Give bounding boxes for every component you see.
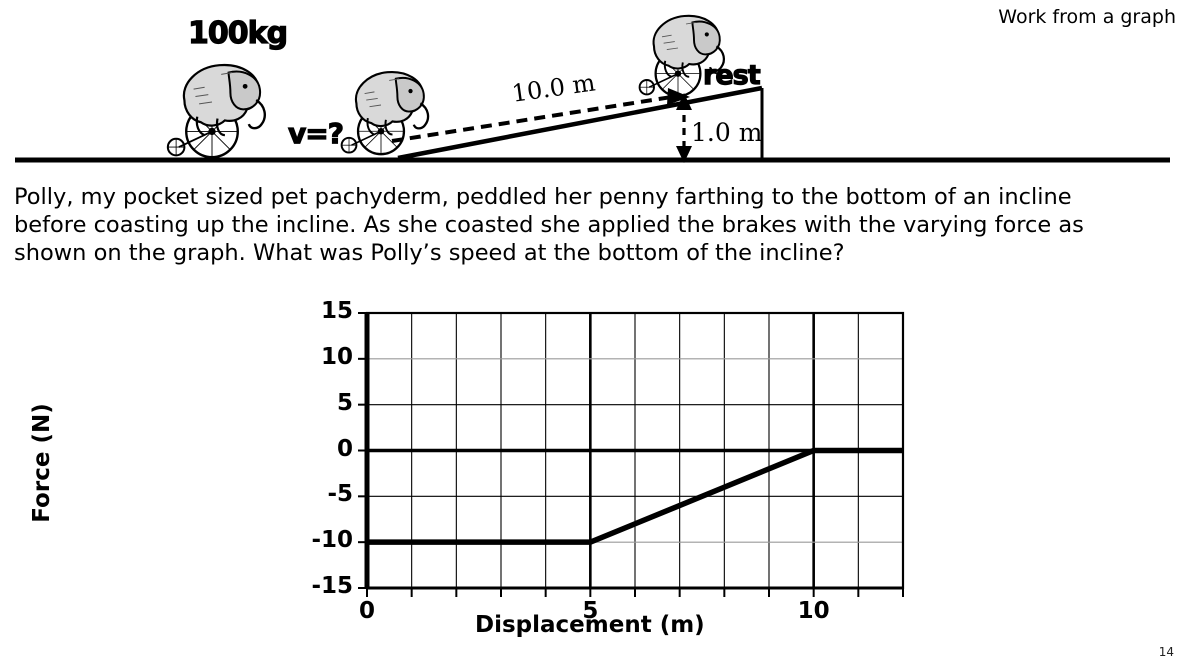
- incline-height-label: 1.0 m: [691, 118, 763, 147]
- incline-length-dashed-line: [391, 94, 679, 143]
- elephant-icon-left: [166, 63, 266, 159]
- chart-x-tick-label: 0: [358, 598, 375, 624]
- incline-surface-line: [397, 85, 763, 161]
- chart-x-tick-label: 10: [797, 598, 830, 624]
- rest-label: rest: [702, 59, 761, 91]
- problem-statement: Polly, my pocket sized pet pachyderm, pe…: [14, 184, 1084, 266]
- chart-y-tick-label: 15: [320, 298, 353, 324]
- slide-title: Work from a graph: [998, 6, 1176, 28]
- elephant-icon-top: [638, 14, 726, 98]
- incline-diagram: 100kg v=? rest 10.0 m 1.0 m: [0, 0, 1186, 178]
- chart-y-tick-label: -15: [311, 573, 353, 599]
- chart-plot-area: [358, 311, 905, 597]
- height-arrowhead-up: [676, 93, 692, 110]
- velocity-label: v=?: [287, 116, 344, 150]
- incline-diagram-svg: [15, 14, 1170, 163]
- chart-y-tick-label: 5: [336, 389, 353, 416]
- chart-series-line: [367, 447, 903, 545]
- elephant-icon-middle: [340, 71, 430, 156]
- page-number: 14: [1158, 645, 1174, 659]
- chart-y-tick-label: -10: [311, 527, 353, 554]
- chart-y-tick-label: 0: [336, 435, 353, 462]
- chart-y-tick-label: 10: [320, 343, 353, 370]
- mass-label: 100kg: [187, 15, 288, 51]
- chart-y-tick-label: -5: [327, 481, 353, 508]
- height-arrowhead-down: [676, 146, 692, 163]
- chart-x-axis-title: Displacement (m): [475, 612, 705, 638]
- chart-x-tick-label: 5: [582, 598, 599, 624]
